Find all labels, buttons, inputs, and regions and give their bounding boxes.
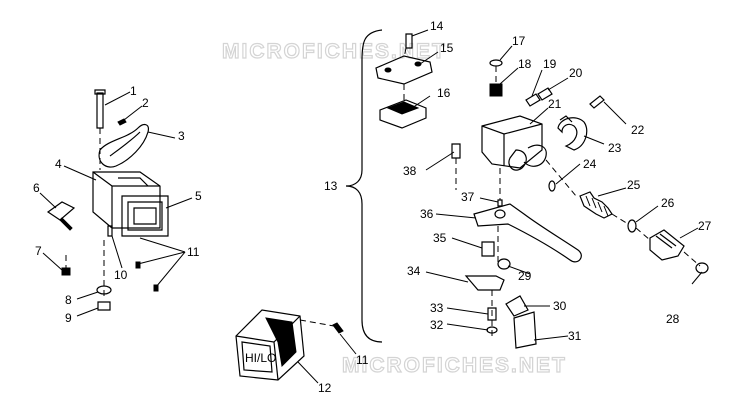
callout-23: 23: [608, 141, 622, 155]
callout-8: 8: [65, 293, 72, 307]
switch-6: [46, 201, 76, 221]
screw-1: [96, 92, 104, 129]
brake-switch-31: [513, 311, 537, 349]
callout-15: 15: [440, 41, 454, 55]
clamp-23: [557, 117, 588, 151]
bracket-34: [464, 275, 505, 291]
screw-11c: [332, 322, 344, 334]
callout-18: 18: [518, 57, 532, 71]
callout-9: 9: [65, 311, 72, 325]
callout-11-bottom: 11: [356, 353, 369, 367]
seal-26: [627, 219, 637, 233]
switch-assembly-left: [46, 89, 169, 311]
switch-housing-4: [92, 171, 161, 229]
washer-17: [489, 59, 503, 67]
pivot-37: [497, 199, 503, 207]
pin-2: [117, 118, 127, 126]
callout-6: 6: [33, 181, 40, 195]
callout-26: 26: [661, 196, 675, 210]
callout-7: 7: [35, 244, 42, 258]
callout-19: 19: [543, 57, 557, 71]
callout-5: 5: [195, 189, 202, 203]
spring-10: [107, 225, 113, 237]
callout-12: 12: [318, 381, 332, 395]
piston-27: [649, 229, 685, 261]
hi-lo-label: HI/LO: [245, 351, 276, 365]
callout-27: 27: [698, 219, 712, 233]
callout-30: 30: [553, 299, 567, 313]
callout-16: 16: [437, 86, 451, 100]
fitting-19: [525, 93, 541, 107]
callout-3: 3: [178, 129, 185, 143]
callout-14: 14: [430, 19, 444, 33]
nut-29: [497, 258, 511, 270]
cover-15: [375, 55, 433, 85]
washer-24: [548, 180, 556, 192]
switch-30: [505, 295, 529, 317]
callout-10: 10: [114, 268, 128, 282]
bolt-20: [537, 87, 553, 101]
callout-1: 1: [130, 84, 137, 98]
callout-24: 24: [583, 157, 597, 171]
bushing-35: [481, 241, 495, 257]
callout-20: 20: [569, 66, 583, 80]
callout-29: 29: [518, 269, 532, 283]
master-cylinder-21: [481, 115, 543, 169]
callout-11-left: 11: [187, 245, 200, 259]
switch-body-5: [121, 195, 169, 237]
callout-32: 32: [430, 318, 444, 332]
callout-28: 28: [666, 312, 680, 326]
callout-38: 38: [403, 164, 417, 178]
brake-lever-36: [473, 203, 582, 263]
callout-17: 17: [512, 34, 526, 48]
callout-33: 33: [430, 301, 444, 315]
callout-22: 22: [631, 123, 645, 137]
diaphragm-16: [379, 99, 427, 129]
callout-35: 35: [433, 231, 447, 245]
screw-14: [405, 33, 413, 49]
screw-11a: [135, 261, 141, 269]
screw-38: [451, 143, 461, 159]
hi-lo-switch-12: HI/LO: [235, 309, 357, 384]
callout-2: 2: [142, 96, 149, 110]
callout-4: 4: [55, 157, 62, 171]
callout-labels: 1 2 3 4 5 6 7 8 9 10 11 11 12 13 14 15 1…: [33, 19, 712, 395]
leaders-left: [39, 91, 193, 317]
callout-37: 37: [461, 190, 475, 204]
callout-31: 31: [568, 329, 582, 343]
sight-glass-18: [489, 83, 503, 97]
callout-21: 21: [548, 97, 562, 111]
watermark-top: MICROFICHES.NET: [222, 40, 447, 63]
clip-28: [695, 262, 709, 274]
master-cylinder-assembly: [375, 33, 709, 349]
callout-13: 13: [324, 179, 338, 193]
group-bracket-13: [345, 29, 383, 343]
callout-34: 34: [407, 264, 421, 278]
leaders-right: [411, 29, 703, 341]
nut-7: [61, 267, 71, 276]
nut-9: [97, 301, 111, 311]
screw-22: [589, 95, 605, 109]
switch-12-shade: [265, 317, 297, 368]
watermark-bottom: MICROFICHES.NET: [342, 354, 567, 377]
callout-36: 36: [420, 207, 434, 221]
screw-33: [487, 307, 497, 321]
callout-25: 25: [627, 178, 641, 192]
